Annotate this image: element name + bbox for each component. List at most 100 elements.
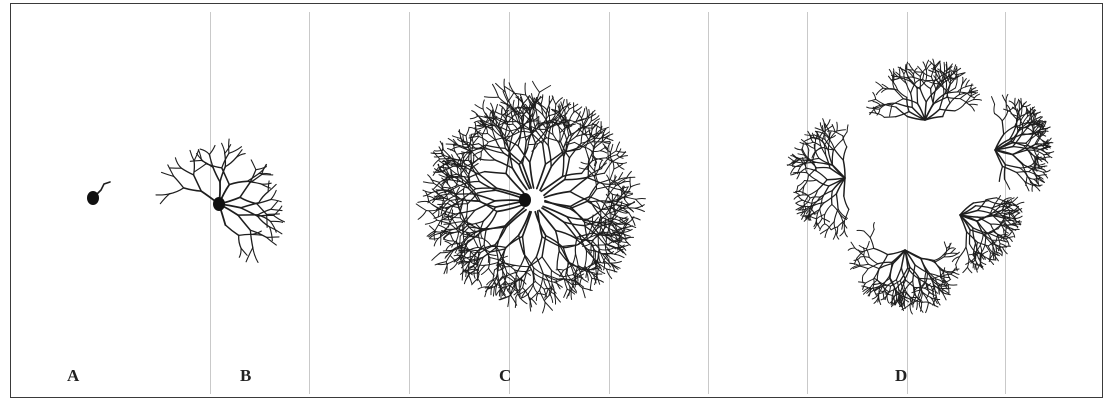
dendrite-segment — [241, 248, 247, 255]
dendrite-segment — [866, 241, 869, 249]
dendrite-segment — [963, 267, 968, 272]
dendrite-segment — [1025, 148, 1037, 149]
dendrite-segment — [837, 130, 846, 131]
dendrite-segment — [854, 258, 857, 264]
dendrite-segment — [476, 115, 483, 121]
dendrite-segment — [630, 177, 631, 187]
dendrite-segment — [271, 209, 282, 210]
dendrite-segment — [485, 263, 498, 266]
dendrite-segment — [903, 99, 917, 104]
dendrite-segment — [490, 258, 501, 261]
dendrite-segment — [594, 274, 602, 275]
dendrite-segment — [487, 212, 497, 229]
dendrite-segment — [817, 168, 830, 169]
dendrite-segment — [565, 158, 570, 180]
dendrite-segment — [190, 150, 194, 161]
dendrite-segment — [887, 296, 889, 303]
dendrite-segment — [967, 232, 978, 243]
dendrite-segment — [832, 191, 833, 205]
dendrite-segment — [806, 142, 813, 143]
dendrite-segment — [174, 176, 184, 188]
dendrite-segment — [505, 124, 513, 125]
dendrite-segment — [170, 188, 184, 194]
dendrite-segment — [590, 278, 592, 290]
dendrite-segment — [567, 217, 587, 220]
dendrite-segment — [966, 232, 967, 247]
dendrite-segment — [225, 158, 235, 167]
dendrite-segment — [925, 272, 926, 282]
dendrite-segment — [437, 220, 450, 223]
neuron-a-soma — [87, 191, 99, 205]
dendrite-segment — [906, 83, 910, 93]
dendrite-segment — [999, 166, 1002, 181]
dendrite-segment — [1012, 155, 1022, 164]
dendrite-segment — [261, 183, 271, 184]
neuron-b — [156, 139, 284, 262]
dendrite-segment — [213, 167, 220, 182]
dendrite-segment — [594, 138, 595, 148]
dendrite-segment — [239, 248, 241, 257]
dendrite-segment — [870, 238, 874, 249]
dendrite-segment — [268, 181, 269, 192]
dendrite-segment — [418, 201, 429, 202]
dendrite-segment — [545, 302, 552, 310]
dendrite-segment — [623, 208, 635, 209]
dendrite-segment — [250, 230, 252, 247]
dendrite-segment — [825, 120, 830, 128]
dendrite-segment — [463, 189, 464, 198]
dendrite-segment — [951, 249, 956, 254]
dendrite-segment — [569, 286, 570, 296]
dendrite-segment — [469, 275, 473, 285]
dendrite-segment — [879, 296, 881, 304]
dendrite-segment — [802, 150, 806, 158]
dendrite-segment — [209, 146, 215, 155]
dendrite-segment — [866, 279, 874, 283]
dendrite-segment — [603, 184, 617, 185]
dendrite-segment — [859, 282, 866, 283]
dendrite-segment — [855, 248, 863, 252]
dendrite-segment — [863, 269, 868, 276]
dendrite-segment — [252, 234, 262, 235]
dendrite-segment — [481, 268, 488, 274]
dendrite-segment — [1006, 239, 1009, 246]
dendrite-segment — [475, 105, 483, 110]
dendrite-segment — [259, 173, 271, 174]
dendrite-segment — [1038, 175, 1046, 176]
dendrite-segment — [537, 164, 546, 189]
dendrite-segment — [444, 224, 452, 225]
dendrite-segment — [175, 158, 181, 168]
dendrite-segment — [449, 168, 457, 175]
dendrite-segment — [450, 232, 459, 233]
dendrite-segment — [876, 82, 883, 88]
dendrite-segment — [808, 150, 809, 160]
dendrite-segment — [920, 279, 932, 286]
dendrite-segment — [416, 204, 426, 211]
dendrite-segment — [820, 224, 825, 231]
dendrite-segment — [492, 246, 506, 247]
dendrite-segment — [1036, 164, 1044, 165]
dendrite-segment — [607, 269, 618, 272]
dendrite-segment — [587, 272, 589, 281]
dendrite-segment — [617, 163, 627, 164]
dendrite-segment — [240, 197, 257, 203]
dendrite-segment — [917, 301, 918, 310]
dendrite-segment — [195, 164, 207, 172]
dendrite-segment — [610, 261, 621, 263]
dendrite-segment — [253, 248, 258, 263]
dendrite-segment — [603, 184, 613, 195]
dendrite-segment — [926, 303, 929, 313]
dendrite-segment — [864, 231, 870, 238]
dendrite-segment — [240, 183, 250, 198]
dendrite-segment — [588, 160, 589, 177]
dendrite-segment — [939, 286, 947, 287]
dendrite-segment — [485, 172, 506, 174]
dendrite-segment — [440, 158, 452, 159]
dendrite-segment — [548, 127, 550, 145]
dendrite-segment — [904, 302, 905, 309]
dendrite-segment — [477, 127, 484, 129]
dendrite-segment — [1003, 247, 1008, 254]
dendrite-segment — [616, 151, 626, 152]
dendrite-segment — [473, 151, 481, 155]
dendrite-segment — [515, 270, 525, 272]
dendrite-segment — [627, 206, 633, 212]
